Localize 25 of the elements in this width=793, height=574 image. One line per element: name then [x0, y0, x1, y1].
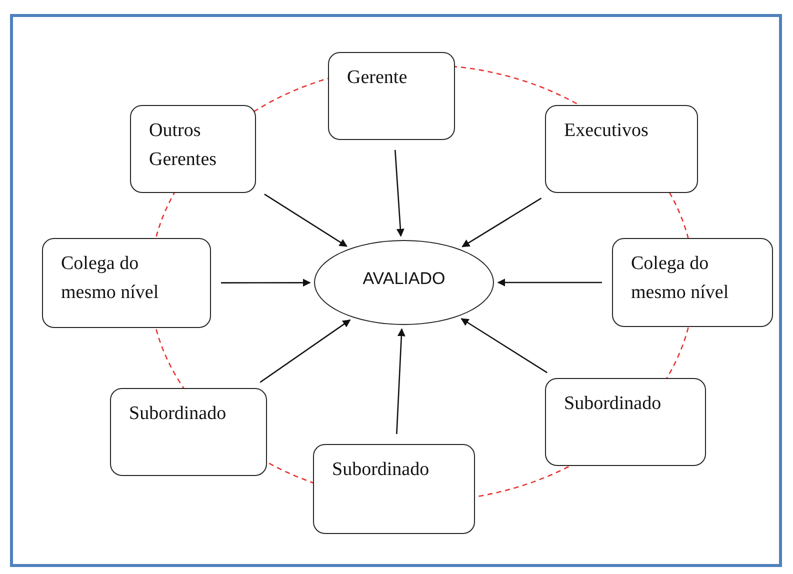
source-box [328, 52, 455, 140]
node-label: Colega do mesmo nível [631, 253, 729, 303]
node-label: Subordinado [564, 393, 662, 414]
node-label: Gerente [347, 67, 408, 88]
source-box [545, 378, 706, 466]
node-label: Outros Gerentes [149, 120, 217, 170]
node-label: Subordinado [332, 459, 430, 480]
source-box [42, 238, 211, 328]
source-box [130, 105, 256, 193]
arrow [497, 278, 602, 286]
arrow [396, 328, 406, 434]
node-label: Executivos [564, 120, 648, 141]
arrow [264, 194, 348, 247]
arrow [394, 150, 404, 237]
source-box [545, 105, 698, 193]
arrow [260, 319, 351, 383]
node-label: AVALIADO [362, 268, 446, 290]
node-label: Subordinado [129, 403, 226, 424]
arrow [462, 198, 542, 248]
source-box [612, 238, 773, 327]
arrow [221, 278, 311, 287]
source-box [110, 388, 267, 476]
arrow [460, 318, 548, 374]
source-box [313, 444, 475, 534]
node-label: Colega do mesmo nível [61, 253, 159, 303]
